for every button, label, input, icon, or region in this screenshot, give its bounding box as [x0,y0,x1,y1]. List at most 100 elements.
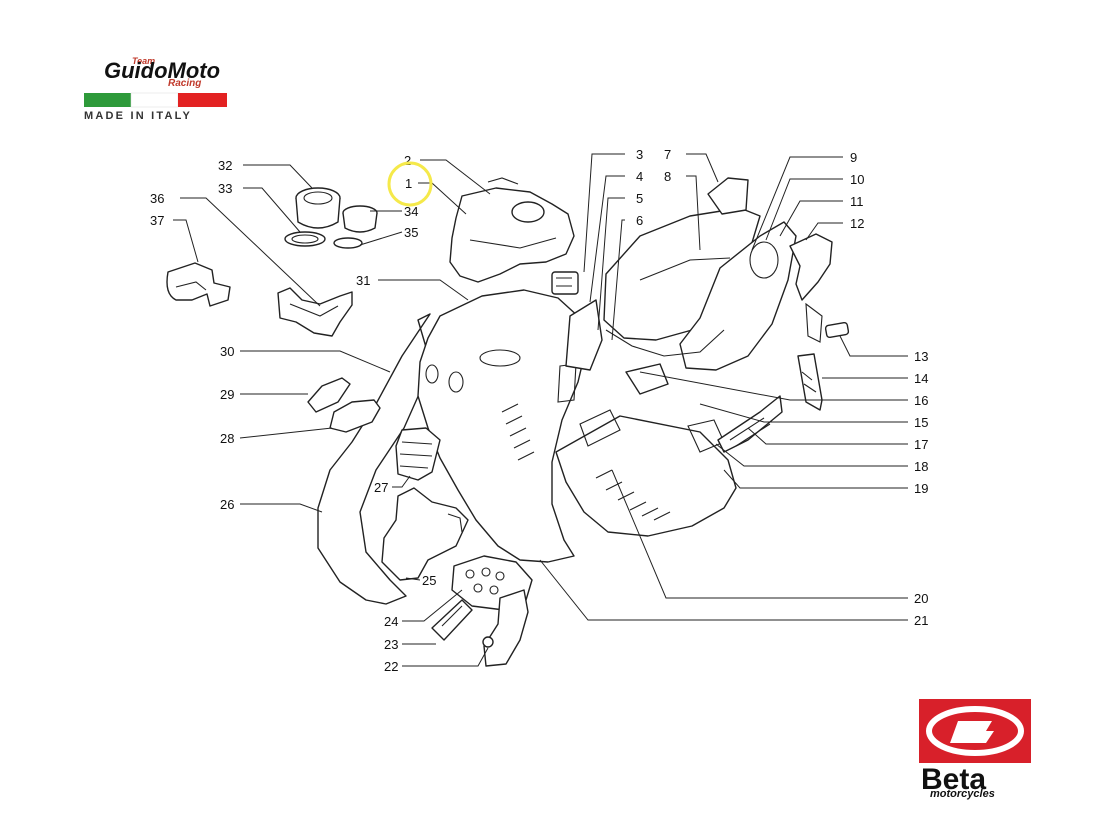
part-13-plate-drawing [824,321,850,339]
leader-10 [765,178,843,241]
leader-13 [839,335,908,357]
part-4-bracket-drawing [565,299,603,371]
part-32-gauge-drawing [295,187,341,229]
callout-32: 32 [218,158,232,173]
flag-white [130,92,179,108]
leader-22 [402,647,489,667]
callout-19: 19 [914,481,928,496]
beta-brand: Beta [921,763,986,796]
logo-tagline: MADE IN ITALY [84,110,192,122]
part-7-seat-drawing [603,177,761,341]
part-37-bracket-drawing [166,262,231,307]
part-1-front-shield-drawing [449,177,575,283]
part-6-frame-drawing [605,329,725,395]
beta-logo: Beta motorcycles [919,699,1031,800]
callout-25: 25 [422,573,436,588]
part-23-rail-drawing [431,599,473,641]
part-35-small-ring-drawing [333,237,363,249]
leader-8 [686,175,701,251]
callout-11: 11 [850,194,864,209]
callout-21: 21 [914,613,928,628]
callout-31: 31 [356,273,370,288]
leader-28 [239,427,333,439]
leader-6 [611,219,625,341]
part-36-cover-drawing [277,287,353,337]
callout-14: 14 [914,371,928,386]
part-31-front-body-drawing [417,289,589,563]
part-22-side-trim-drawing [482,589,529,667]
leader-lines [173,153,908,667]
callout-18: 18 [914,459,928,474]
part-10-rear-body-drawing [679,221,797,371]
callout-30: 30 [220,344,234,359]
part-25-front-fender-drawing [381,487,469,581]
leader-31 [378,279,469,301]
flag-green [84,93,131,107]
part-27-vent-drawing [395,427,441,481]
leader-26 [240,503,323,513]
flag-red [178,93,227,107]
callout-8: 8 [664,169,671,184]
leader-17 [747,427,908,445]
leader-3 [583,153,625,273]
part-33-ring-drawing [284,231,326,247]
leader-7 [686,153,719,183]
callout-23: 23 [384,637,398,652]
callout-16: 16 [914,393,928,408]
leader-11 [779,200,843,237]
callout-2: 2 [404,153,411,168]
part-14-panel-drawing [797,353,823,411]
leader-15 [699,403,908,423]
callout-34: 34 [404,204,418,219]
part-20-footboard-drawing [555,409,737,537]
leader-9 [751,156,843,251]
callout-5: 5 [636,191,643,206]
leader-25 [405,577,421,581]
leader-30 [240,350,391,373]
leader-4 [589,175,625,303]
parts-drawings [166,177,850,667]
callout-22: 22 [384,659,398,674]
callout-4: 4 [636,169,643,184]
callout-35: 35 [404,225,418,240]
callout-6: 6 [636,213,643,228]
part-3-clip-drawing [551,271,579,295]
beta-logo-b-mark [950,721,994,743]
logo-script-top: Team [132,56,155,66]
part-34-small-gauge-drawing [342,205,378,233]
leader-35 [359,231,403,246]
logo-name: GuidoMoto [104,58,220,83]
guidomoto-logo: Team GuidoMoto Racing MADE IN ITALY [84,56,227,122]
callout-numbers: 32 33 36 37 34 35 2 1 31 30 29 28 27 26 … [150,147,928,674]
callout-7: 7 [664,147,671,162]
callout-27: 27 [374,480,388,495]
leader-18 [715,443,908,467]
leader-36 [180,197,321,307]
callout-3: 3 [636,147,643,162]
part-28-reflector-drawing [329,399,381,433]
callout-33: 33 [218,181,232,196]
logo-script-bottom: Racing [168,78,201,89]
leader-5 [597,197,625,331]
callout-9: 9 [850,150,857,165]
leader-19 [723,469,908,489]
leader-16 [639,371,908,401]
leader-12 [805,222,843,241]
callout-36: 36 [150,191,164,206]
callout-26: 26 [220,497,234,512]
leader-27 [392,475,411,488]
leader-33 [243,187,301,233]
callout-37: 37 [150,213,164,228]
leader-20 [611,469,908,599]
callout-20: 20 [914,591,928,606]
beta-subtitle: motorcycles [930,788,995,800]
beta-logo-swoosh [926,706,1024,756]
leader-32 [243,164,313,189]
callout-12: 12 [850,216,864,231]
part-29-reflector-drawing [307,377,351,413]
leader-37 [173,219,199,263]
callout-15: 15 [914,415,928,430]
leader-24 [402,589,463,622]
leader-2 [420,159,491,195]
